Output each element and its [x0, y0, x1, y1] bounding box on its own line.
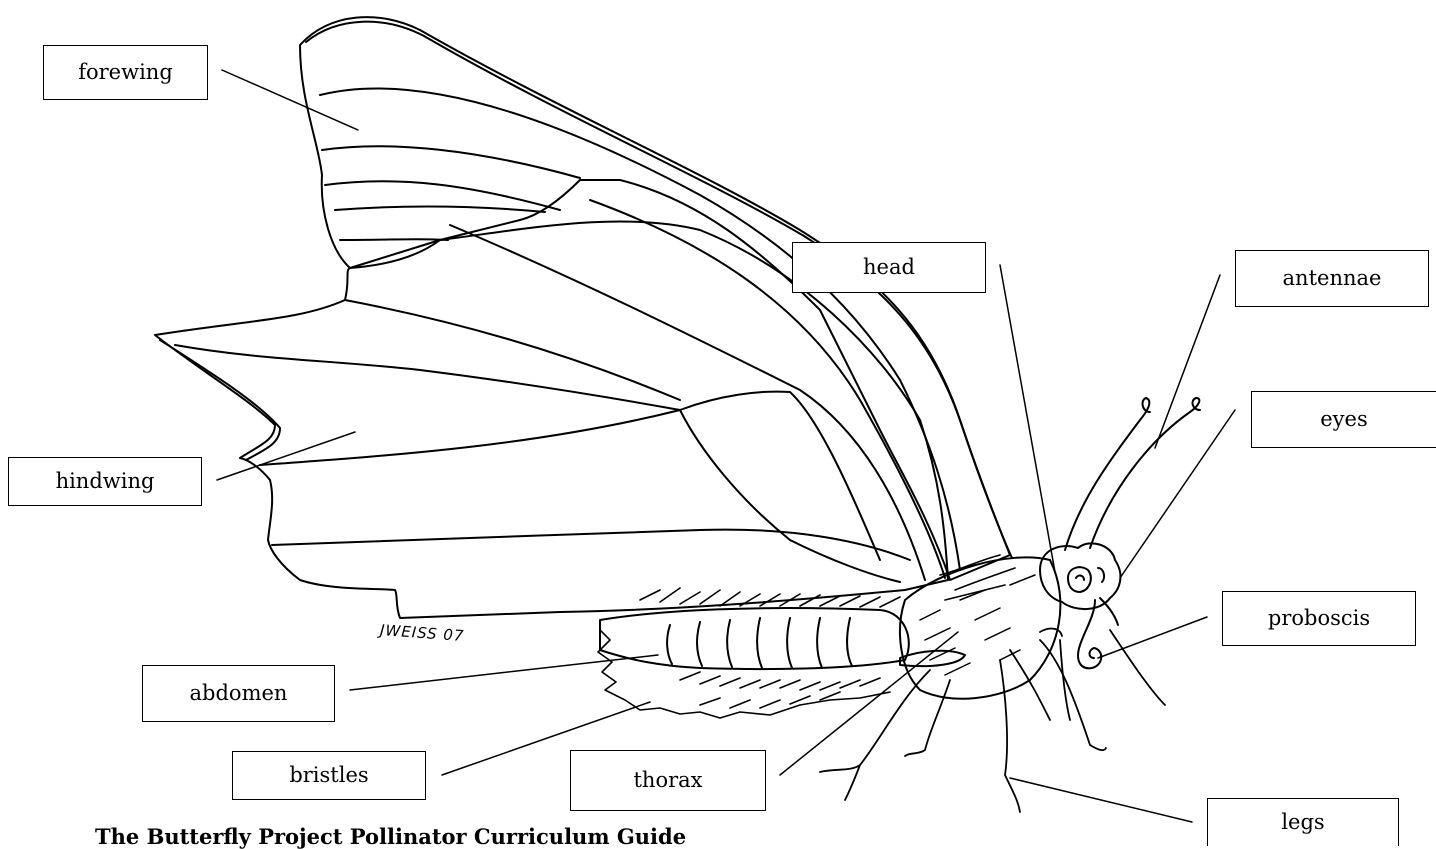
- label-bristles-text: bristles: [289, 765, 368, 786]
- label-hindwing: hindwing: [8, 457, 202, 506]
- label-abdomen: abdomen: [142, 665, 335, 722]
- label-forewing: forewing: [43, 45, 208, 100]
- label-abdomen-text: abdomen: [190, 683, 288, 704]
- leader-antennae: [1155, 275, 1220, 448]
- leader-head: [1000, 265, 1055, 572]
- abdomen-drawing: [600, 608, 909, 669]
- antennae-drawing: [1065, 398, 1200, 550]
- label-antennae-text: antennae: [1283, 268, 1382, 289]
- label-hindwing-text: hindwing: [56, 471, 155, 492]
- label-bristles: bristles: [232, 751, 426, 800]
- label-head-text: head: [863, 257, 915, 278]
- label-legs-text: legs: [1281, 812, 1324, 833]
- caption: The Butterfly Project Pollinator Curricu…: [95, 826, 686, 847]
- leader-lines: [217, 70, 1235, 822]
- leader-eyes: [1120, 410, 1235, 578]
- label-forewing-text: forewing: [78, 62, 173, 83]
- leader-legs: [1010, 778, 1192, 822]
- label-proboscis-text: proboscis: [1268, 608, 1370, 629]
- leader-hindwing: [217, 432, 355, 480]
- forewing-drawing: [300, 17, 1012, 580]
- label-legs: legs: [1207, 798, 1399, 846]
- label-head: head: [792, 242, 986, 293]
- label-thorax-text: thorax: [633, 770, 702, 791]
- leader-forewing: [222, 70, 358, 130]
- label-eyes: eyes: [1251, 391, 1436, 448]
- label-eyes-text: eyes: [1320, 409, 1368, 430]
- legs-drawing: [820, 629, 1165, 812]
- label-antennae: antennae: [1235, 250, 1429, 307]
- label-thorax: thorax: [570, 750, 766, 811]
- label-proboscis: proboscis: [1222, 591, 1416, 646]
